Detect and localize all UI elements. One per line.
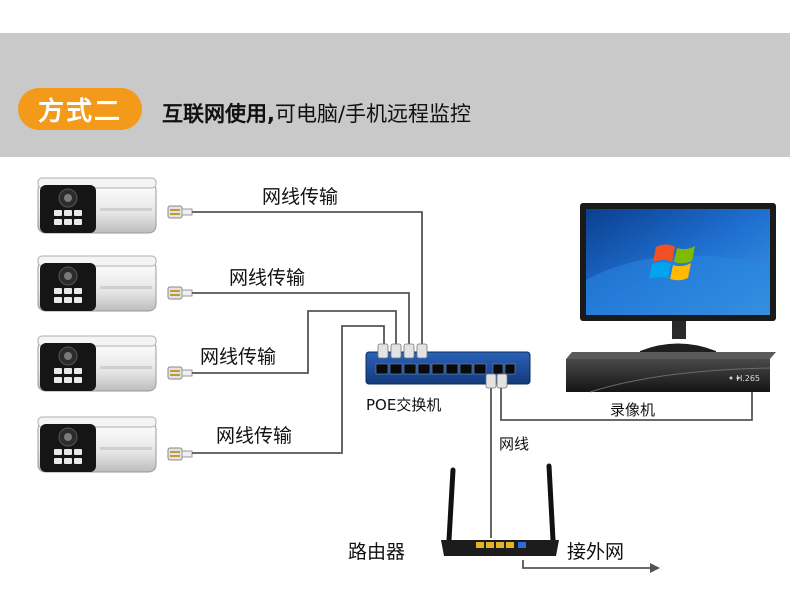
cable-2 (192, 292, 410, 350)
camera-3 (37, 335, 157, 392)
cable-1 (192, 211, 423, 350)
rj45-plug-2 (167, 286, 193, 300)
method-badge: 方式二 (18, 88, 142, 130)
external-network-label: 接外网 (567, 541, 625, 563)
camera-1 (37, 177, 157, 234)
nvr-recorder: H.265 (566, 352, 776, 393)
nvr-codec-badge: H.265 (736, 374, 760, 383)
router-label: 路由器 (348, 541, 406, 563)
rj45-plug-3 (167, 366, 193, 380)
rj45-plug-1 (167, 205, 193, 219)
windows-logo-icon (649, 244, 695, 281)
camera-4 (37, 416, 157, 473)
cable-4 (192, 325, 385, 454)
cable-nvr (500, 386, 753, 421)
monitor (580, 203, 776, 355)
arrow-icon (650, 563, 660, 573)
rj45-plug-4 (167, 447, 193, 461)
cable-label-3: 网线传输 (200, 346, 277, 368)
cable-label-1: 网线传输 (262, 186, 339, 208)
title-bold: 互联网使用, (162, 102, 275, 126)
cable-external (522, 560, 650, 569)
network-cable-label: 网线 (499, 435, 530, 453)
page-title: 互联网使用,可电脑/手机远程监控 (162, 98, 471, 128)
cable-3 (192, 310, 397, 374)
title-rest: 可电脑/手机远程监控 (274, 102, 472, 126)
poe-switch (365, 343, 531, 389)
cable-label-2: 网线传输 (229, 267, 306, 289)
cable-lines (192, 211, 753, 569)
nvr-label: 录像机 (610, 401, 656, 419)
camera-2 (37, 255, 157, 312)
router (441, 463, 559, 556)
switch-label: POE交换机 (366, 396, 442, 414)
cable-label-4: 网线传输 (216, 425, 293, 447)
